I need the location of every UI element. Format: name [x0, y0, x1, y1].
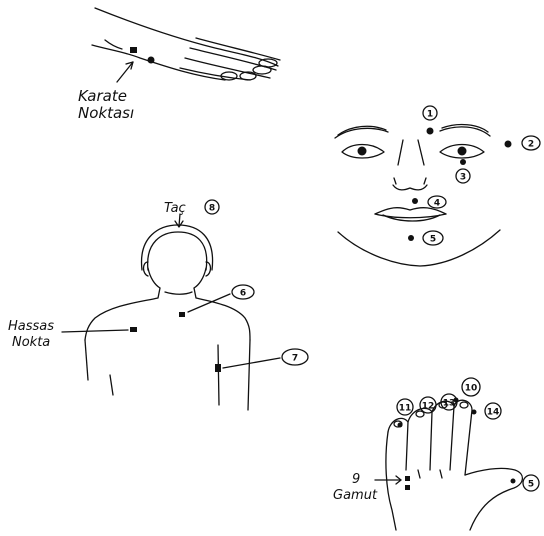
- face-drawing: 1 2 3 4 5: [335, 106, 540, 266]
- point-7-dot: [215, 364, 221, 372]
- sore-spot-label-line2: Nokta: [12, 335, 50, 350]
- karate-label-line2: Noktası: [78, 104, 134, 122]
- svg-text:13: 13: [443, 399, 456, 409]
- point-1-dot: [427, 128, 434, 135]
- point-6-dot: [179, 312, 185, 317]
- gamut-dot-2: [405, 485, 410, 490]
- svg-text:6: 6: [240, 289, 246, 299]
- svg-text:10: 10: [465, 384, 478, 394]
- point-15-dot: [511, 479, 516, 484]
- point-13-marker: 13: [441, 394, 457, 410]
- point-2-marker: 2: [522, 136, 540, 150]
- crown-label: Taç: [164, 201, 186, 216]
- svg-text:3: 3: [460, 173, 466, 183]
- svg-text:1: 1: [427, 110, 433, 120]
- point-3-marker: 3: [456, 169, 470, 183]
- svg-text:12: 12: [422, 402, 435, 412]
- upper-body-drawing: Taç 8 6 7 Hassas Nokta: [8, 200, 308, 410]
- point-15-marker: 5: [523, 475, 539, 491]
- svg-text:7: 7: [292, 354, 298, 364]
- point-3-dot: [460, 159, 466, 165]
- point-11-marker: 11: [397, 399, 413, 415]
- svg-text:11: 11: [399, 404, 412, 414]
- svg-text:5: 5: [528, 480, 534, 490]
- svg-text:4: 4: [434, 199, 440, 209]
- karate-label-line1: Karate: [78, 87, 127, 105]
- point-4-dot: [412, 198, 418, 204]
- point-5-marker: 5: [423, 231, 443, 245]
- point-7-marker: 7: [282, 349, 308, 365]
- point-1-marker: 1: [423, 106, 437, 120]
- point-10-marker: 10: [462, 378, 480, 396]
- svg-text:14: 14: [487, 408, 500, 418]
- point-11-dot: [398, 423, 403, 428]
- point-4-marker: 4: [428, 196, 446, 209]
- gamut-label: Gamut: [333, 488, 378, 503]
- point-6-marker: 6: [232, 285, 254, 299]
- point-8-marker: 8: [205, 200, 219, 214]
- gamut-hand-drawing: 11 12 13 10 14 5 9 Gamut: [333, 378, 539, 530]
- karate-point-dot-2: [148, 57, 155, 64]
- karate-hand-drawing: Karate Noktası: [78, 8, 280, 122]
- point-2-dot: [505, 141, 512, 148]
- point-14-dot: [472, 410, 477, 415]
- gamut-dot-1: [405, 476, 410, 481]
- karate-point-dot: [130, 47, 137, 53]
- svg-text:8: 8: [209, 204, 215, 214]
- svg-text:5: 5: [430, 235, 436, 245]
- sore-spot-dot: [130, 327, 137, 332]
- point-5-dot: [408, 235, 414, 241]
- gamut-number-label: 9: [352, 472, 360, 487]
- point-12-marker: 12: [420, 397, 436, 413]
- point-14-marker: 14: [485, 403, 501, 419]
- sore-spot-label-line1: Hassas: [8, 319, 54, 334]
- svg-text:2: 2: [528, 140, 534, 150]
